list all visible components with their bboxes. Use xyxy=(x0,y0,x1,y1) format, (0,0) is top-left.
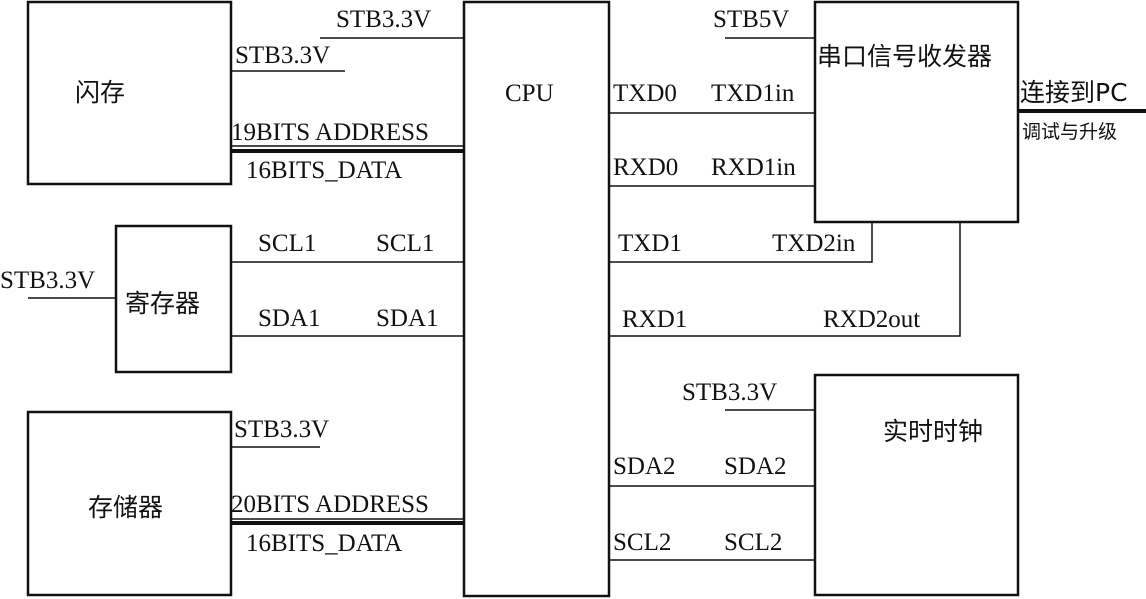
transceiver-block: 串口信号收发器 xyxy=(813,0,1020,224)
cpu-scl2-label: SCL2 xyxy=(613,529,671,556)
pc-label: 连接到PC xyxy=(1020,78,1128,107)
txd0-label: TXD0 xyxy=(613,80,677,107)
debug-label: 调试与升级 xyxy=(1022,121,1117,143)
rtc-label: 实时时钟 xyxy=(883,417,983,446)
rxd1in-label: RXD1in xyxy=(711,154,796,181)
cpu-block: CPU xyxy=(462,0,611,598)
flash-address-label: 19BITS ADDRESS xyxy=(231,119,429,146)
storage-address-label: 20BITS ADDRESS xyxy=(231,491,429,518)
cpu-label: CPU xyxy=(505,80,554,107)
flash-power-label: STB3.3V xyxy=(235,42,330,69)
storage-block: 存储器 xyxy=(26,410,233,597)
rxd1-line xyxy=(609,222,961,337)
cpu-sda1-label: SDA1 xyxy=(376,305,439,332)
register-block: 寄存器 xyxy=(114,224,233,374)
signal-labels: STB3.3V STB3.3V 19BITS ADDRESS 16BITS_DA… xyxy=(0,6,1128,557)
register-label: 寄存器 xyxy=(125,289,200,318)
register-scl1-label: SCL1 xyxy=(258,230,316,257)
storage-data-label: 16BITS_DATA xyxy=(246,530,402,557)
rxd2out-label: RXD2out xyxy=(823,306,920,333)
txd2in-label: TXD2in xyxy=(772,230,856,257)
rtc-sda2-label: SDA2 xyxy=(724,453,787,480)
wires xyxy=(28,37,1146,561)
rxd1-label: RXD1 xyxy=(622,306,687,333)
rxd0-label: RXD0 xyxy=(613,154,678,181)
rtc-block: 实时时钟 xyxy=(813,373,1020,597)
transceiver-power-label: STB5V xyxy=(713,6,789,33)
rtc-power-label: STB3.3V xyxy=(682,379,777,406)
cpu-power-label: STB3.3V xyxy=(336,6,431,33)
txd1in-label: TXD1in xyxy=(711,80,795,107)
register-sda1-label: SDA1 xyxy=(258,305,321,332)
transceiver-label: 串口信号收发器 xyxy=(817,42,992,71)
flash-block: 闪存 xyxy=(26,0,233,186)
txd1-line xyxy=(609,222,873,263)
cpu-scl1-label: SCL1 xyxy=(376,230,434,257)
register-power-label: STB3.3V xyxy=(0,267,95,294)
cpu-sda2-label: SDA2 xyxy=(613,453,676,480)
flash-label: 闪存 xyxy=(75,78,125,107)
flash-data-label: 16BITS_DATA xyxy=(246,157,402,184)
storage-power-label: STB3.3V xyxy=(234,416,329,443)
txd1-label: TXD1 xyxy=(618,230,682,257)
storage-label: 存储器 xyxy=(88,493,163,522)
rtc-scl2-label: SCL2 xyxy=(724,529,782,556)
